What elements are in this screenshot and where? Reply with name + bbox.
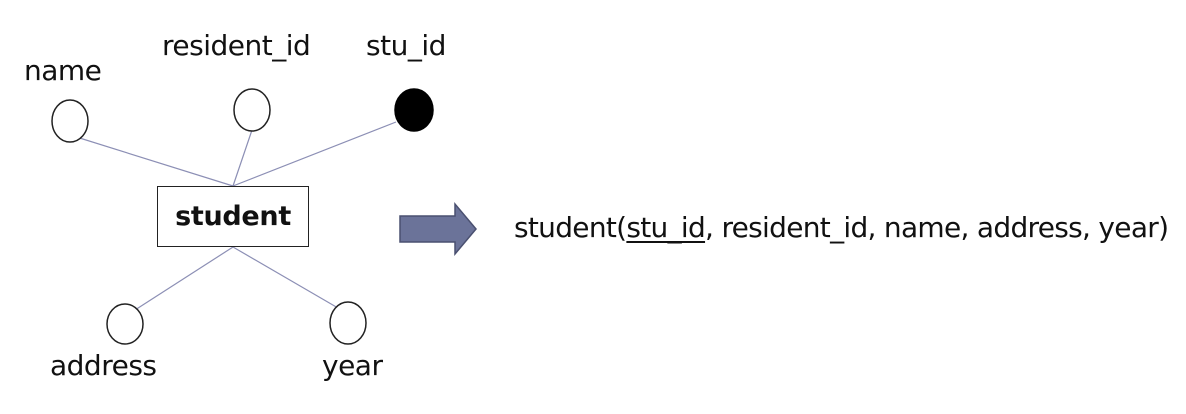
entity-label: student: [175, 201, 291, 232]
connector-year: [232, 246, 339, 309]
key-attribute-oval-stu-id: [394, 88, 434, 132]
connector-resident-id: [232, 129, 253, 187]
relation-attributes: , resident_id, name, address, year): [705, 211, 1169, 244]
transform-arrow-icon: [399, 201, 477, 257]
entity-box-student: student: [157, 186, 309, 247]
attribute-oval-name: [51, 99, 89, 143]
connector-address: [134, 246, 234, 311]
attribute-oval-address: [106, 303, 144, 345]
relation-schema: student(stu_id, resident_id, name, addre…: [514, 211, 1169, 244]
connector-stu-id: [232, 121, 397, 187]
relation-name: student(: [514, 211, 627, 244]
attribute-oval-year: [329, 301, 367, 345]
attribute-label-name: name: [24, 54, 102, 87]
attribute-oval-resident-id: [233, 88, 271, 132]
attribute-label-address: address: [50, 349, 157, 382]
attribute-label-year: year: [322, 349, 383, 382]
connector-name: [69, 134, 234, 187]
attribute-label-stu-id: stu_id: [366, 29, 446, 62]
attribute-label-resident-id: resident_id: [162, 29, 311, 62]
relation-primary-key: stu_id: [626, 211, 706, 244]
